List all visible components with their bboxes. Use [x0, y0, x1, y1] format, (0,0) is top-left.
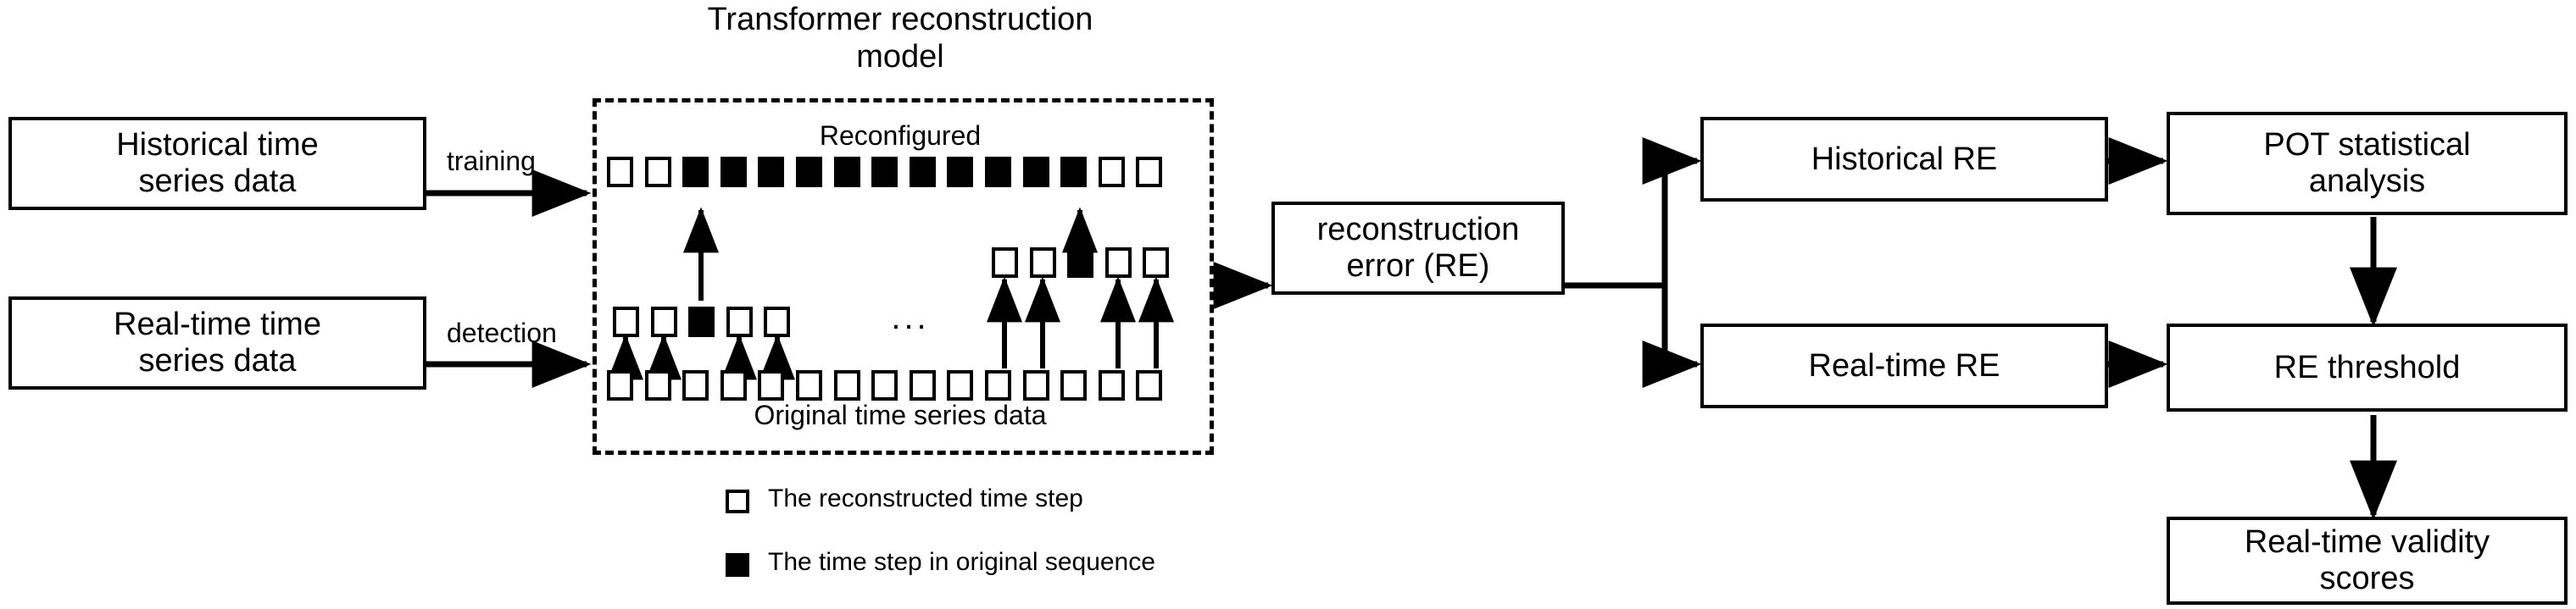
box-reconstruction-error[interactable]: reconstruction error (RE) [1271, 202, 1565, 295]
timestep-reconstructed-8 [871, 157, 899, 187]
edge-label-detection: detection [447, 318, 557, 348]
timestep-midright-4 [1104, 247, 1132, 278]
timestep-reconstructed-4 [720, 157, 747, 187]
box-historical-input[interactable]: Historical time series data [8, 117, 426, 210]
timestep-original-14 [1098, 370, 1125, 401]
edge-label-training: training [447, 146, 536, 176]
box-pot-analysis[interactable]: POT statistical analysis [2167, 112, 2568, 215]
timestep-midright-1 [992, 247, 1018, 278]
timestep-original-4 [720, 370, 747, 401]
timestep-reconstructed-14 [1098, 157, 1125, 187]
box-realtime-input-line1: Real-time time [114, 307, 321, 343]
timestep-original-3 [682, 370, 709, 401]
box-realtime-re[interactable]: Real-time RE [1700, 324, 2108, 408]
box-pot-analysis-line2: analysis [2308, 163, 2426, 199]
box-reconstruction-error-line1: reconstruction [1316, 212, 1520, 248]
box-reconstruction-error-line2: error (RE) [1346, 248, 1490, 284]
timestep-original-11 [985, 370, 1011, 401]
timestep-reconstructed-15 [1136, 157, 1163, 187]
legend-open-square-label: The reconstructed time step [768, 484, 1083, 512]
box-historical-input-line2: series data [138, 163, 297, 199]
timestep-reconstructed-2 [644, 157, 671, 187]
timestep-midleft-3 [688, 307, 715, 337]
timestep-midleft-4 [726, 307, 753, 337]
model-title-line2: model [856, 39, 944, 75]
box-pot-analysis-line1: POT statistical [2263, 127, 2471, 163]
box-validity-scores[interactable]: Real-time validity scores [2167, 517, 2568, 605]
legend-open-square-icon [726, 490, 749, 513]
timestep-original-8 [871, 370, 899, 401]
timestep-original-10 [947, 370, 974, 401]
timestep-original-9 [909, 370, 936, 401]
box-validity-scores-line1: Real-time validity [2244, 524, 2490, 561]
timestep-midleft-5 [764, 307, 791, 337]
timestep-original-2 [644, 370, 671, 401]
transformer-model-container [593, 98, 1214, 455]
timestep-reconstructed-3 [682, 157, 709, 187]
timestep-original-15 [1136, 370, 1163, 401]
timestep-original-13 [1060, 370, 1088, 401]
timestep-reconstructed-9 [909, 157, 936, 187]
box-historical-re-label: Historical RE [1811, 141, 1998, 177]
timestep-reconstructed-6 [796, 157, 822, 187]
box-historical-input-line1: Historical time [116, 127, 319, 163]
timestep-midright-2 [1029, 247, 1056, 278]
box-realtime-input[interactable]: Real-time time series data [8, 296, 426, 390]
model-label-reconfigured: Reconfigured [819, 120, 982, 151]
timestep-reconstructed-12 [1022, 157, 1049, 187]
timestep-reconstructed-10 [947, 157, 974, 187]
model-title-line1: Transformer reconstruction [707, 2, 1093, 37]
timestep-reconstructed-1 [607, 157, 633, 187]
box-re-threshold-label: RE threshold [2273, 349, 2461, 385]
box-realtime-input-line2: series data [138, 343, 297, 379]
timestep-midright-5 [1143, 247, 1170, 278]
model-ellipsis: ... [891, 299, 930, 336]
box-re-threshold[interactable]: RE threshold [2167, 324, 2568, 412]
timestep-original-7 [833, 370, 860, 401]
timestep-midleft-2 [650, 307, 677, 337]
model-label-original: Original time series data [754, 400, 1047, 430]
timestep-midleft-1 [613, 307, 639, 337]
box-validity-scores-line2: scores [2319, 561, 2415, 596]
timestep-reconstructed-13 [1060, 157, 1088, 187]
timestep-original-6 [796, 370, 822, 401]
box-historical-re[interactable]: Historical RE [1700, 117, 2108, 202]
box-realtime-re-label: Real-time RE [1808, 347, 2000, 384]
timestep-reconstructed-7 [833, 157, 860, 187]
timestep-original-1 [607, 370, 633, 401]
legend-filled-square-label: The time step in original sequence [768, 548, 1155, 576]
legend-filled-square-icon [726, 553, 749, 577]
timestep-original-12 [1022, 370, 1049, 401]
timestep-reconstructed-5 [758, 157, 785, 187]
timestep-reconstructed-11 [985, 157, 1011, 187]
timestep-midright-3 [1067, 247, 1094, 278]
timestep-original-5 [758, 370, 785, 401]
